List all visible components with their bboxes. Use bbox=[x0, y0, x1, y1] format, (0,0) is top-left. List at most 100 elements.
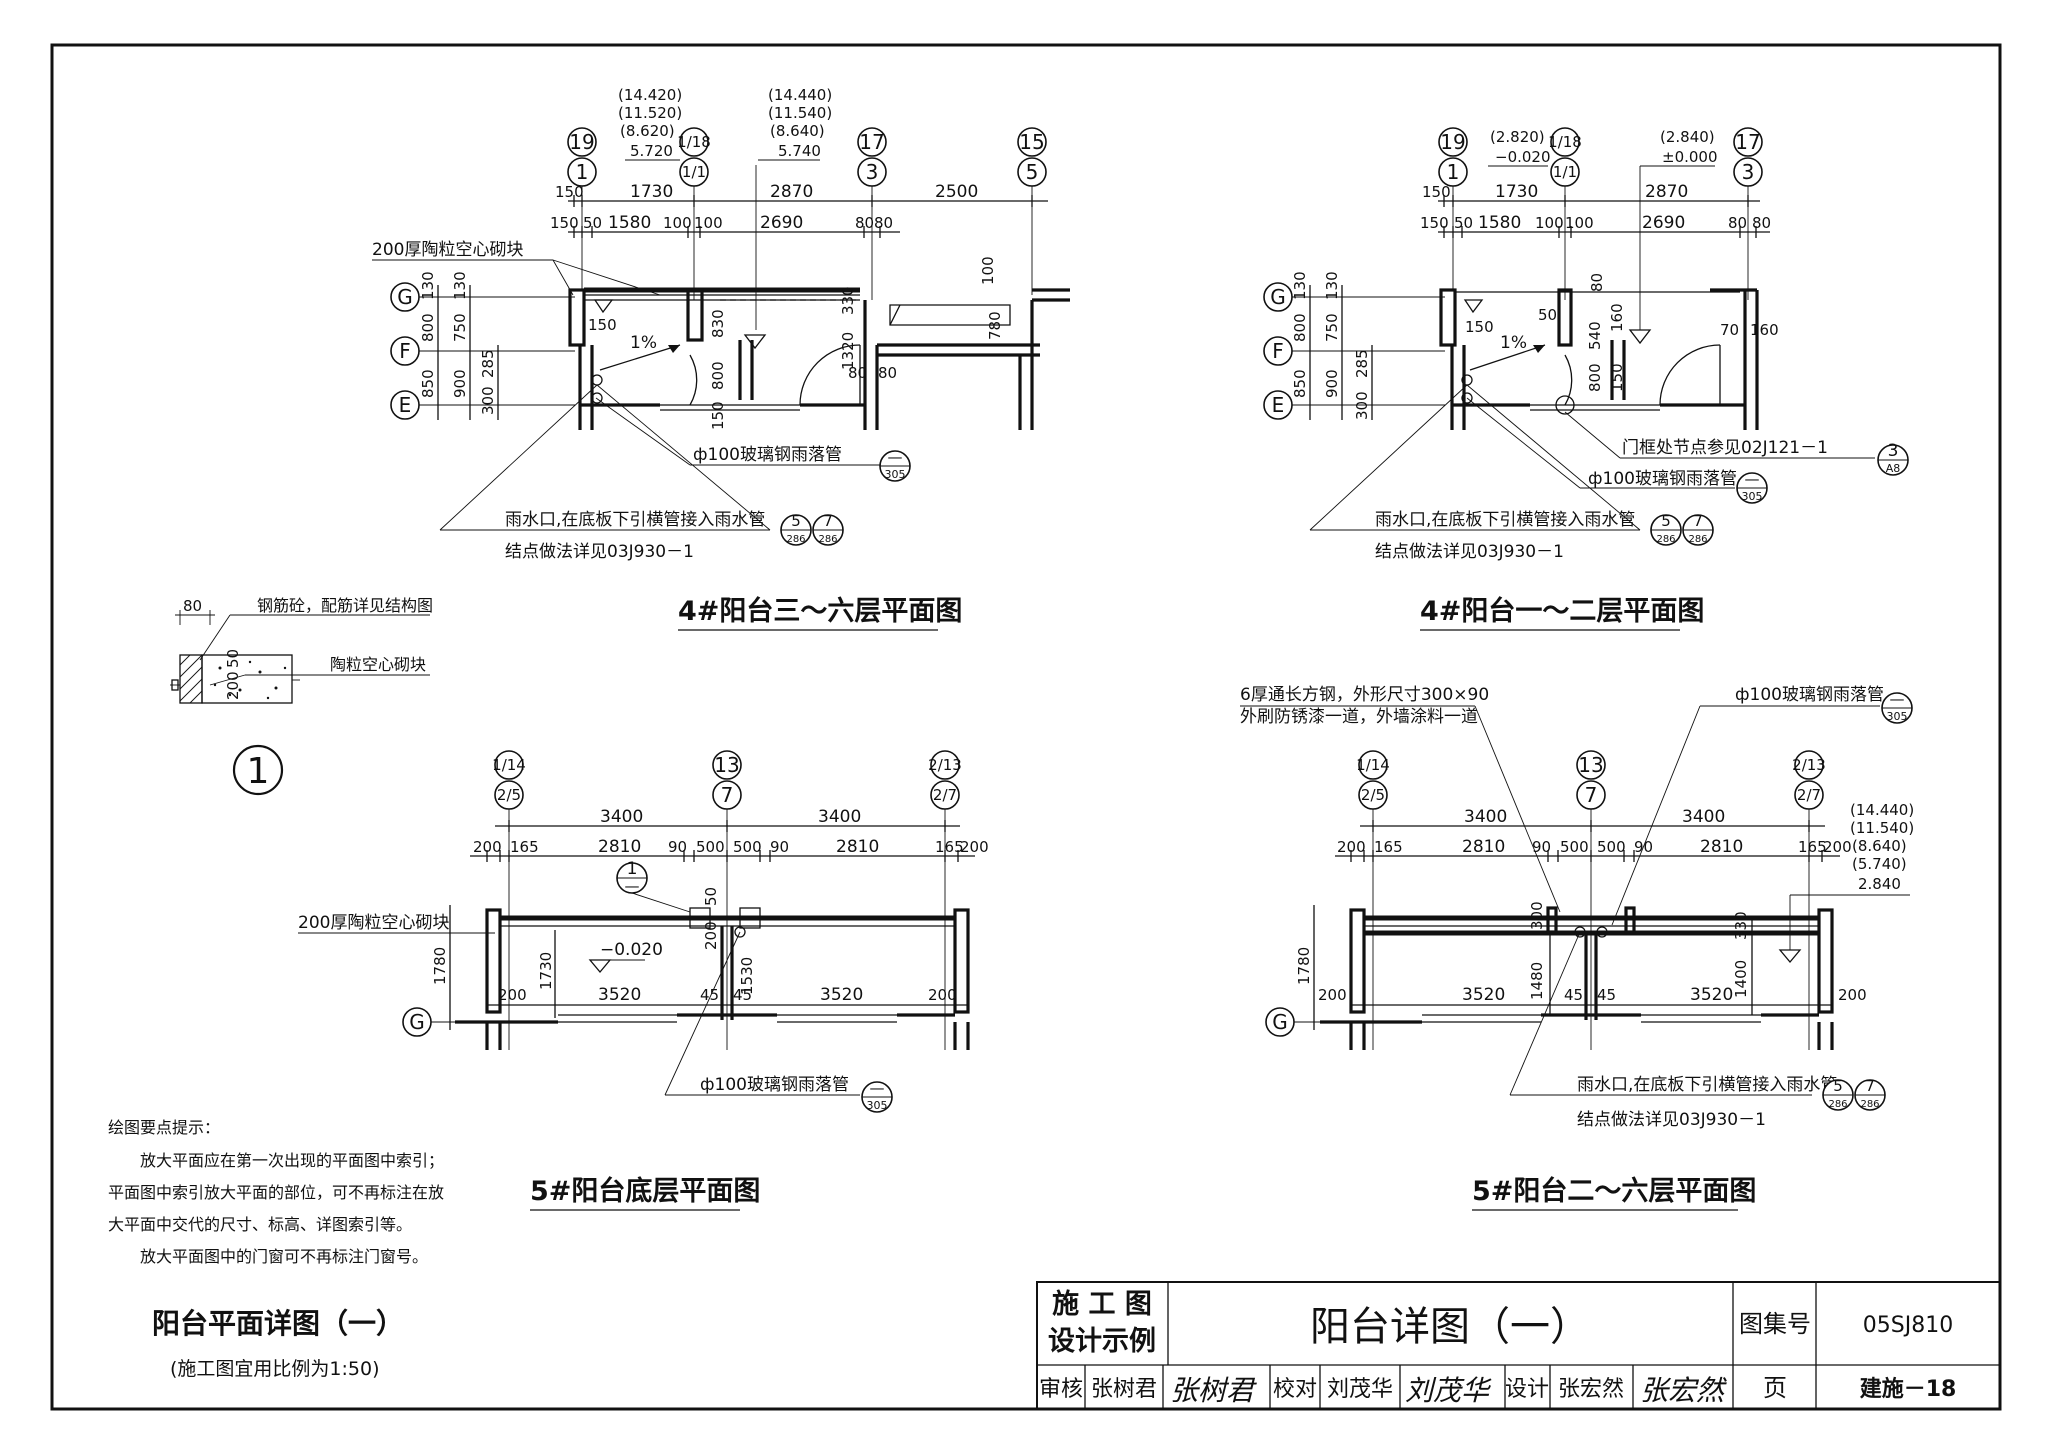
dimension-label: 100 bbox=[1535, 214, 1564, 232]
dimension-label: (8.640) bbox=[770, 122, 825, 140]
dimension-label: 3400 bbox=[1464, 807, 1507, 827]
dimension-label: 1320 bbox=[839, 332, 857, 370]
plan-b-walls bbox=[1439, 288, 1759, 430]
check-name: 刘茂华 bbox=[1327, 1377, 1393, 1402]
node-label: 结点做法详见03J930－1 bbox=[1375, 542, 1564, 562]
dimension-label: 1780 bbox=[431, 947, 449, 985]
notes-line: 放大平面图中的门窗可不再标注门窗号。 bbox=[140, 1247, 428, 1266]
dimension-label: 80 bbox=[1752, 214, 1771, 232]
dimension-label: 100 bbox=[979, 256, 997, 285]
elevation-stack-mid: (14.440) (11.540) (8.640) 5.740 bbox=[758, 86, 832, 161]
design-signature: 张宏然 bbox=[1640, 1374, 1727, 1407]
dimension-label: 286 bbox=[786, 534, 805, 545]
axis-bubble: 13 7 bbox=[1576, 750, 1606, 810]
dimension-label: G bbox=[1272, 1010, 1288, 1034]
detail-ref-bubble: — 305 bbox=[1736, 470, 1768, 504]
dimension-label: 45 bbox=[733, 986, 752, 1004]
dimension-label: 130 bbox=[1323, 271, 1341, 300]
dimension-label: 150 bbox=[555, 183, 584, 201]
dimension-label: 150 bbox=[1420, 214, 1449, 232]
dimension-label: 1730 bbox=[1495, 182, 1538, 202]
dimension-label: G bbox=[1270, 285, 1286, 309]
dimension-label: 1/1 bbox=[682, 163, 706, 181]
dimension-label: 200 bbox=[1823, 838, 1852, 856]
dimension-label: 2500 bbox=[935, 182, 978, 202]
dimension-label: 200 bbox=[928, 986, 957, 1004]
detail-ref-bubble: — 305 bbox=[879, 448, 911, 482]
dimension-label: G bbox=[397, 285, 413, 309]
dimension-label: 3520 bbox=[598, 985, 641, 1005]
detail-ref-bubble: 5 286 7 286 bbox=[1650, 512, 1714, 546]
axis-bubble: 1/14 2/5 bbox=[1356, 750, 1390, 810]
dimension-label: F bbox=[1272, 339, 1284, 363]
dimension-label: 1/14 bbox=[1356, 756, 1390, 774]
dimension-label: 80 bbox=[878, 364, 897, 382]
door-label: 门框处节点参见02J121－1 bbox=[1622, 438, 1828, 458]
dimension-label: 300 bbox=[1353, 391, 1371, 420]
dimension-label: 330 bbox=[1732, 911, 1750, 940]
dimension-label: 1/18 bbox=[1548, 133, 1582, 151]
dimension-label: 800 bbox=[1291, 313, 1309, 342]
steel-label-2: 外刷防锈漆一道，外墙涂料一道 bbox=[1240, 707, 1478, 727]
notes-line: 大平面中交代的尺寸、标高、详图索引等。 bbox=[108, 1215, 412, 1234]
notes-line: 放大平面应在第一次出现的平面图中索引； bbox=[140, 1151, 444, 1170]
dimension-label: 2810 bbox=[836, 837, 879, 857]
dimension-label: 130 bbox=[1291, 271, 1309, 300]
dimension-label: (14.420) bbox=[618, 86, 682, 104]
dimension-label: (11.540) bbox=[768, 104, 832, 122]
dimension-label: — bbox=[870, 1079, 885, 1097]
dimension-label: 500 bbox=[1560, 838, 1589, 856]
dimension-label: 305 bbox=[1742, 490, 1763, 503]
dimension-label: 200 bbox=[224, 671, 242, 700]
drain-label: 雨水口,在底板下引横管接入雨水管 bbox=[1375, 510, 1635, 530]
dimension-label: (2.820) bbox=[1490, 128, 1545, 146]
dimension-label: 750 bbox=[1323, 313, 1341, 342]
label-block: 200厚陶粒空心砌块 bbox=[372, 240, 523, 260]
dimension-label: 2.840 bbox=[1858, 875, 1901, 893]
dimension-label: 130 bbox=[419, 271, 437, 300]
dimension-label: 200 bbox=[498, 986, 527, 1004]
dimension-label: 286 bbox=[818, 534, 837, 545]
dimension-label: −0.020 bbox=[600, 940, 663, 960]
detail-ref-bubble: — 305 bbox=[861, 1079, 893, 1113]
axis-bubble: G bbox=[402, 1007, 432, 1037]
dimension-label: 1580 bbox=[608, 213, 651, 233]
axis-bubble: F bbox=[1263, 336, 1293, 366]
title-block-label-2: 设计示例 bbox=[1048, 1326, 1156, 1357]
dimension-label: (8.620) bbox=[620, 122, 675, 140]
dimension-label: 50 bbox=[702, 887, 720, 906]
plan-a-walls bbox=[568, 287, 1070, 430]
dimension-label: 80 bbox=[848, 364, 867, 382]
dimension-label: 850 bbox=[419, 369, 437, 398]
dimension-label: 200 bbox=[1838, 986, 1867, 1004]
dimension-label: 5 bbox=[1026, 160, 1039, 184]
dimension-label: 3 bbox=[1888, 441, 1899, 461]
dimension-label: 7 bbox=[1585, 783, 1598, 807]
dimension-label: 2/7 bbox=[933, 786, 957, 804]
dimension-label: 1 bbox=[247, 751, 270, 792]
dimension-label: 2810 bbox=[1462, 837, 1505, 857]
dimension-label: 90 bbox=[770, 838, 789, 856]
dimension-label: 1 bbox=[1447, 160, 1460, 184]
dimension-label: 800 bbox=[709, 361, 727, 390]
sheet-title: 阳台平面详图（一） bbox=[152, 1307, 404, 1340]
dimension-label: 150 bbox=[709, 401, 727, 430]
notes-heading: 绘图要点提示： bbox=[108, 1118, 220, 1137]
plan-a-title: 4#阳台三～六层平面图 bbox=[678, 595, 962, 627]
sheet-scale-note: (施工图宜用比例为1:50) bbox=[170, 1358, 380, 1380]
detail-ref-bubble: — 305 bbox=[1881, 690, 1913, 724]
dimension-label: 50 bbox=[1538, 306, 1557, 324]
dimension-label: 2/7 bbox=[1797, 786, 1821, 804]
dimension-label: 900 bbox=[1323, 369, 1341, 398]
dimension-label: 钢筋砼，配筋详见结构图 bbox=[257, 596, 433, 615]
axis-bubble: 19 1 bbox=[567, 127, 597, 187]
page-number: 建施－18 bbox=[1860, 1376, 1957, 1402]
dimension-label: 2810 bbox=[1700, 837, 1743, 857]
detail-number-bubble: 1 bbox=[232, 744, 284, 796]
dimension-label: 5 bbox=[1661, 512, 1671, 530]
dimension-label: 1% bbox=[1500, 333, 1527, 353]
dimension-label: 3520 bbox=[1462, 985, 1505, 1005]
dimension-label: E bbox=[399, 393, 412, 417]
dimension-label: 300 bbox=[479, 386, 497, 415]
pipe-label: ф100玻璃钢雨落管 bbox=[1735, 685, 1884, 705]
